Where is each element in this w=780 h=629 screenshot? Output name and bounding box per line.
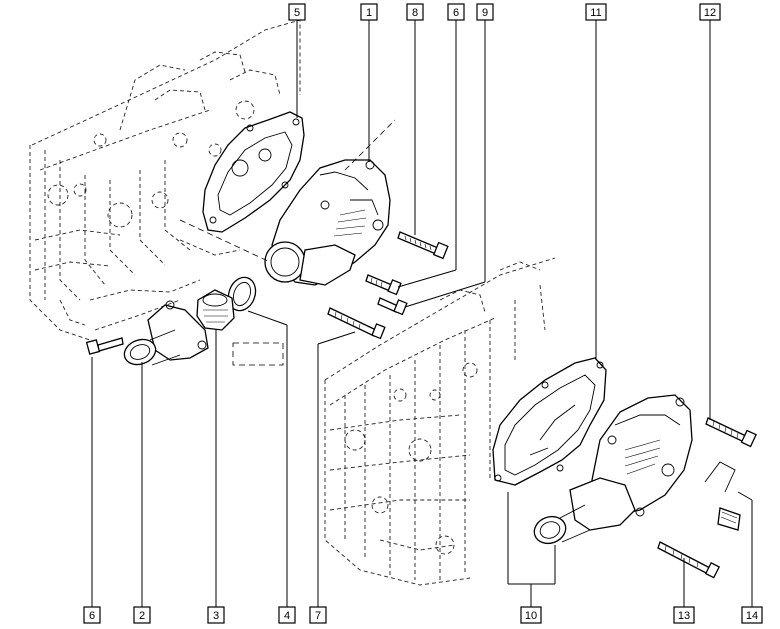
callout-13: 13 — [673, 606, 695, 624]
svg-text:7: 7 — [315, 610, 321, 622]
callout-6-top: 6 — [447, 3, 465, 21]
bolt-part-6-upper — [365, 274, 402, 296]
svg-text:13: 13 — [678, 610, 690, 622]
svg-text:6: 6 — [89, 610, 95, 622]
svg-text:3: 3 — [213, 610, 219, 622]
callout-9: 9 — [476, 3, 494, 21]
bolt-part-12 — [705, 417, 757, 448]
callout-3: 3 — [207, 606, 225, 624]
thermostat-part-3 — [196, 289, 284, 366]
callout-2: 2 — [133, 606, 151, 624]
svg-text:12: 12 — [704, 7, 716, 19]
gasket-part-11 — [492, 357, 607, 486]
lower-engine-block — [324, 257, 556, 586]
callout-8: 8 — [406, 3, 424, 21]
callout-4: 4 — [278, 606, 296, 624]
svg-text:11: 11 — [590, 7, 601, 19]
callout-5: 5 — [288, 3, 306, 21]
bolt-part-7 — [327, 307, 386, 340]
svg-text:10: 10 — [525, 610, 537, 622]
leader-lines — [91, 19, 753, 607]
sensor-part-14 — [704, 461, 741, 531]
svg-text:9: 9 — [482, 7, 488, 19]
bolt-part-6-lower — [85, 337, 124, 355]
svg-text:4: 4 — [284, 610, 290, 622]
pump-assembly-part-10 — [533, 394, 693, 545]
callout-6-bottom: 6 — [83, 606, 101, 624]
svg-text:5: 5 — [294, 7, 300, 19]
upper-engine-block — [29, 19, 301, 341]
bolt-part-9 — [377, 297, 408, 316]
svg-text:8: 8 — [412, 7, 418, 19]
bolt-part-13 — [657, 541, 721, 579]
callout-1: 1 — [360, 3, 378, 21]
svg-text:2: 2 — [139, 610, 145, 622]
svg-text:14: 14 — [746, 610, 758, 622]
gasket-part-5 — [202, 111, 305, 233]
bolt-part-8 — [397, 231, 449, 260]
callout-11: 11 — [585, 3, 607, 21]
callout-12: 12 — [699, 3, 721, 21]
svg-text:1: 1 — [366, 7, 372, 19]
callout-7: 7 — [309, 606, 327, 624]
callout-10: 10 — [520, 606, 542, 624]
callout-14: 14 — [741, 606, 763, 624]
oring-part-4 — [227, 276, 257, 312]
svg-text:6: 6 — [453, 7, 459, 19]
outlet-part-2 — [123, 300, 209, 366]
pump-housing-part-1 — [179, 119, 396, 286]
